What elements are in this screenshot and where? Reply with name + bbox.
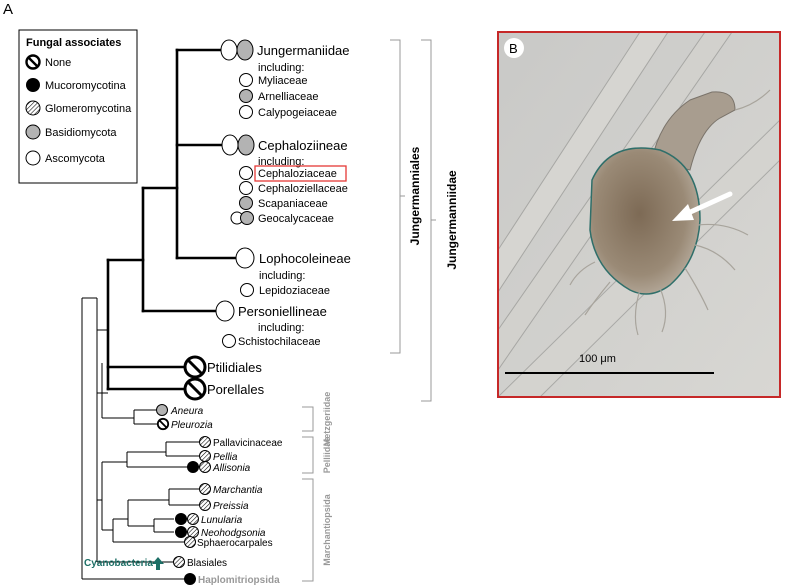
taxon-labels: Jungermaniidae including: Myliaceae Arne… [84, 43, 351, 586]
ascomycota-icon [239, 105, 253, 119]
panel-b-label: B [509, 41, 518, 56]
family-label-myliaceae: Myliaceae [258, 75, 308, 87]
tree-thin-branches [81, 260, 199, 580]
family-label-geocalycaceae: Geocalycaceae [258, 213, 334, 225]
ascomycota-icon [235, 247, 255, 269]
legend-label-glomeromycotina: Glomeromycotina [45, 103, 132, 115]
hyphal-coil-cell [589, 147, 701, 295]
lunularia-label: Lunularia [201, 515, 243, 526]
basidiomycota-icon [156, 404, 168, 416]
legend: Fungal associates None Mucoromycotina Gl… [18, 29, 138, 184]
cephaloziineae-taxon-label: Cephaloziineae [258, 138, 348, 153]
metzgeriidae-clade-label: Metzgeriidae [322, 392, 332, 447]
ptilidiales-label: Ptilidiales [207, 360, 262, 375]
pelliidae-clade-label: Pelliidae [322, 437, 332, 474]
jungermanniidae-taxon-label: Jungermaniidae [257, 43, 350, 58]
legend-glomeromycotina-icon [25, 100, 41, 116]
ascomycota-icon [239, 166, 253, 180]
ascomycota-icon [221, 134, 239, 156]
family-label-arnelliaceae: Arnelliaceae [258, 91, 319, 103]
family-label-scapaniaceae: Scapaniaceae [258, 198, 328, 210]
basidiomycota-icon [236, 39, 254, 61]
clade-labels: Jungermanniales Jungermanniidae Metzgeri… [322, 146, 459, 565]
basidiomycota-icon [239, 196, 253, 210]
legend-label-mucoromycotina: Mucoromycotina [45, 80, 127, 92]
mucoromycotina-icon [184, 573, 196, 585]
ascomycota-icon [220, 39, 238, 61]
glomeromycotina-icon [187, 513, 199, 525]
none-icon [183, 355, 207, 379]
aneura-label: Aneura [170, 406, 204, 417]
glomeromycotina-icon [187, 526, 199, 538]
tip-symbols [156, 39, 255, 585]
glomeromycotina-icon [184, 536, 196, 548]
marchantia-label: Marchantia [213, 485, 263, 496]
ascomycota-icon [222, 334, 236, 348]
none-icon [183, 377, 207, 401]
perssoniellineae-taxon-label: Personiellineae [238, 304, 327, 319]
mucoromycotina-icon [187, 461, 199, 473]
ascomycota-icon [239, 73, 253, 87]
legend-label-basidiomycota: Basidiomycota [45, 127, 117, 139]
cephaloziaceae-highlight-box [254, 165, 347, 182]
legend-label-ascomycota: Ascomycota [45, 153, 106, 165]
lophocoleineae-taxon-label: Lophocoleineae [259, 251, 351, 266]
pallavicinaceae-label: Pallavicinaceae [213, 438, 283, 449]
legend-title: Fungal associates [26, 37, 121, 49]
jungermanniidae-including-label: including: [258, 62, 304, 74]
glomeromycotina-icon [199, 461, 211, 473]
haplomitriopsida-label: Haplomitriopsida [198, 575, 280, 586]
perssoniellineae-including-label: including: [258, 322, 304, 334]
cephaloziineae-including-label: including: [258, 156, 304, 168]
arrow-icon [672, 191, 733, 221]
blasiales-label: Blasiales [187, 558, 227, 569]
basidiomycota-icon [240, 211, 254, 225]
preissia-label: Preissia [213, 501, 249, 512]
legend-label-none: None [45, 57, 71, 69]
none-icon [156, 417, 170, 431]
basidiomycota-icon [237, 134, 255, 156]
pleurozia-label: Pleurozia [171, 420, 213, 431]
legend-none-icon [25, 54, 41, 70]
pellia-label: Pellia [213, 452, 238, 463]
panel-b-badge [504, 38, 524, 58]
cyanobacteria-arrow-icon [152, 557, 164, 570]
family-label-schistochilaceae: Schistochilaceae [238, 336, 321, 348]
micrograph-panel: 100 μm B [496, 31, 781, 398]
legend-mucoromycotina-icon [26, 78, 40, 92]
allisonia-label: Allisonia [212, 463, 251, 474]
mucoromycotina-icon [175, 513, 187, 525]
sphaerocarpales-label: Sphaerocarpales [197, 538, 273, 549]
ascomycota-icon [240, 283, 254, 297]
jungermanniales-clade-label: Jungermanniales [408, 146, 422, 245]
scale-bar-label: 100 μm [579, 353, 616, 365]
glomeromycotina-icon [199, 483, 211, 495]
clade-brackets [302, 39, 436, 582]
neohodgsonia-label: Neohodgsonia [201, 528, 266, 539]
mucoromycotina-icon [175, 526, 187, 538]
family-label-lepidoziaceae: Lepidoziaceae [259, 285, 330, 297]
marchantiopsida-clade-label: Marchantiopsida [322, 493, 332, 566]
legend-basidiomycota-icon [25, 124, 41, 140]
ascomycota-icon [239, 181, 253, 195]
family-label-cephaloziaceae: Cephaloziaceae [258, 168, 337, 180]
basidiomycota-icon [239, 89, 253, 103]
family-label-calypogeiaceae: Calypogeiaceae [258, 107, 337, 119]
panel-a-label: A [3, 1, 13, 18]
ascomycota-icon [215, 300, 235, 322]
porellales-label: Porellales [207, 382, 265, 397]
jungermanniidae-clade-label: Jungermanniidae [445, 170, 459, 270]
glomeromycotina-icon [199, 436, 211, 448]
micrograph-frame [497, 31, 781, 398]
glomeromycotina-icon [173, 556, 185, 568]
legend-ascomycota-icon [25, 150, 41, 166]
glomeromycotina-icon [199, 499, 211, 511]
lophocoleineae-including-label: including: [259, 270, 305, 282]
cyanobacteria-label: Cyanobacteria [84, 558, 153, 569]
family-label-cephaloziellaceae: Cephaloziellaceae [258, 183, 348, 195]
glomeromycotina-icon [199, 450, 211, 462]
